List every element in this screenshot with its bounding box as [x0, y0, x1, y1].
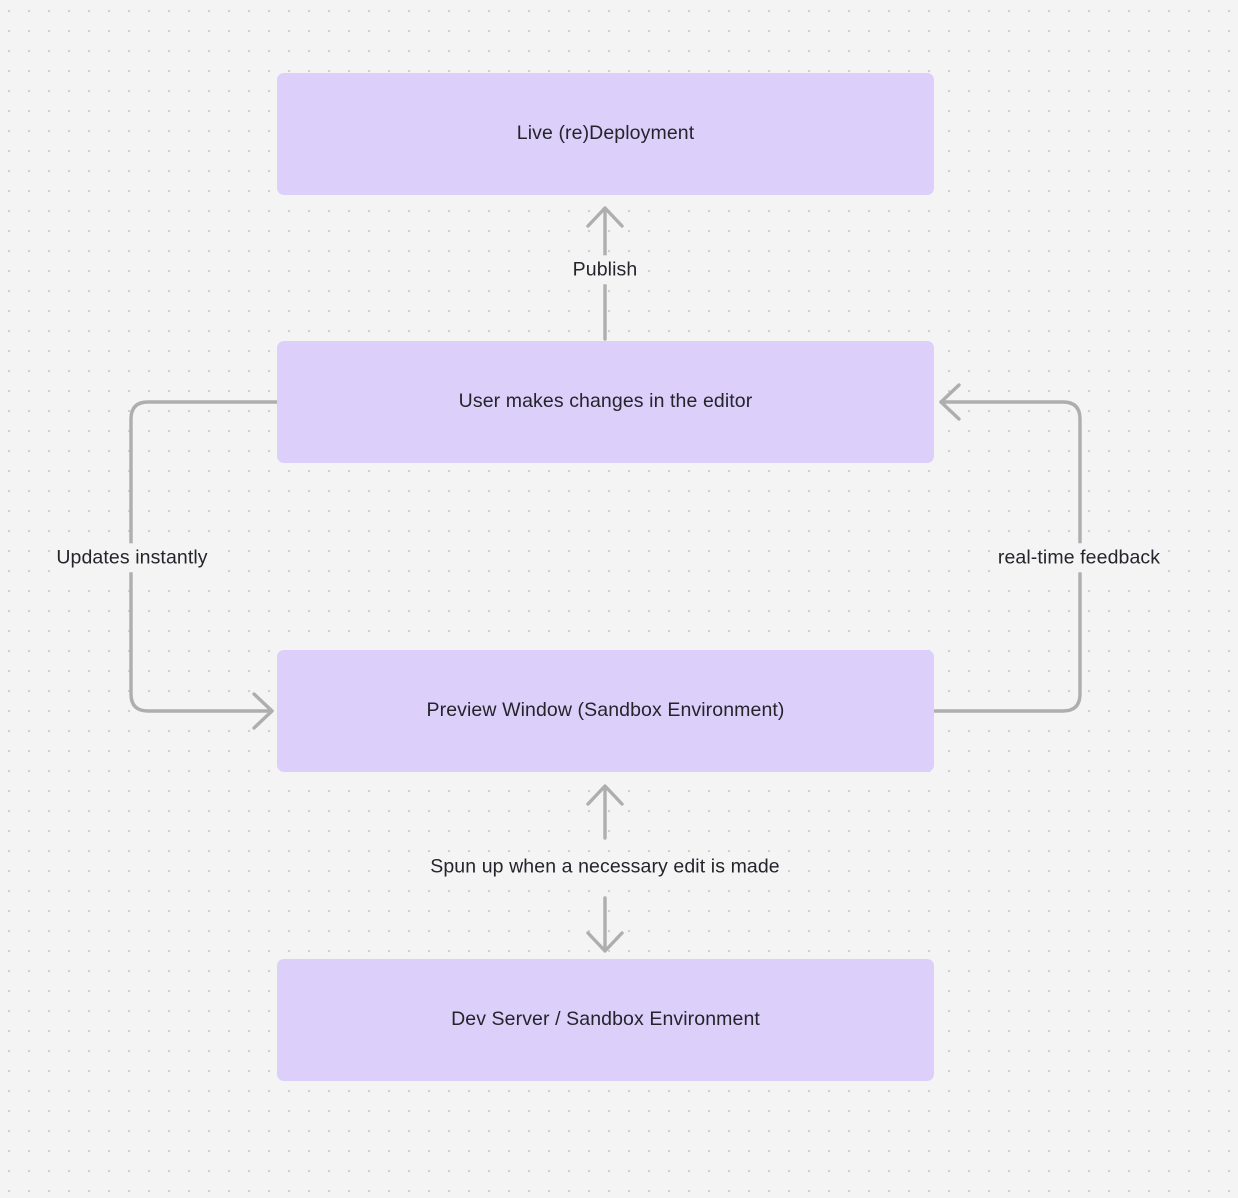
node-user-makes-changes[interactable]: User makes changes in the editor	[277, 341, 934, 463]
node-dev-server[interactable]: Dev Server / Sandbox Environment	[277, 959, 934, 1081]
node-live-redeployment[interactable]: Live (re)Deployment	[277, 73, 934, 195]
edge-label-spun-up: Spun up when a necessary edit is made	[424, 852, 786, 882]
node-label: Live (re)Deployment	[516, 122, 695, 145]
node-label: Preview Window (Sandbox Environment)	[426, 699, 785, 722]
edge-label-publish: Publish	[566, 255, 644, 285]
node-label: User makes changes in the editor	[458, 390, 753, 413]
node-preview-window[interactable]: Preview Window (Sandbox Environment)	[277, 650, 934, 772]
node-label: Dev Server / Sandbox Environment	[451, 1008, 760, 1031]
edge-label-real-time-feedback: real-time feedback	[991, 543, 1167, 573]
edge-label-updates-instantly: Updates instantly	[50, 543, 214, 573]
